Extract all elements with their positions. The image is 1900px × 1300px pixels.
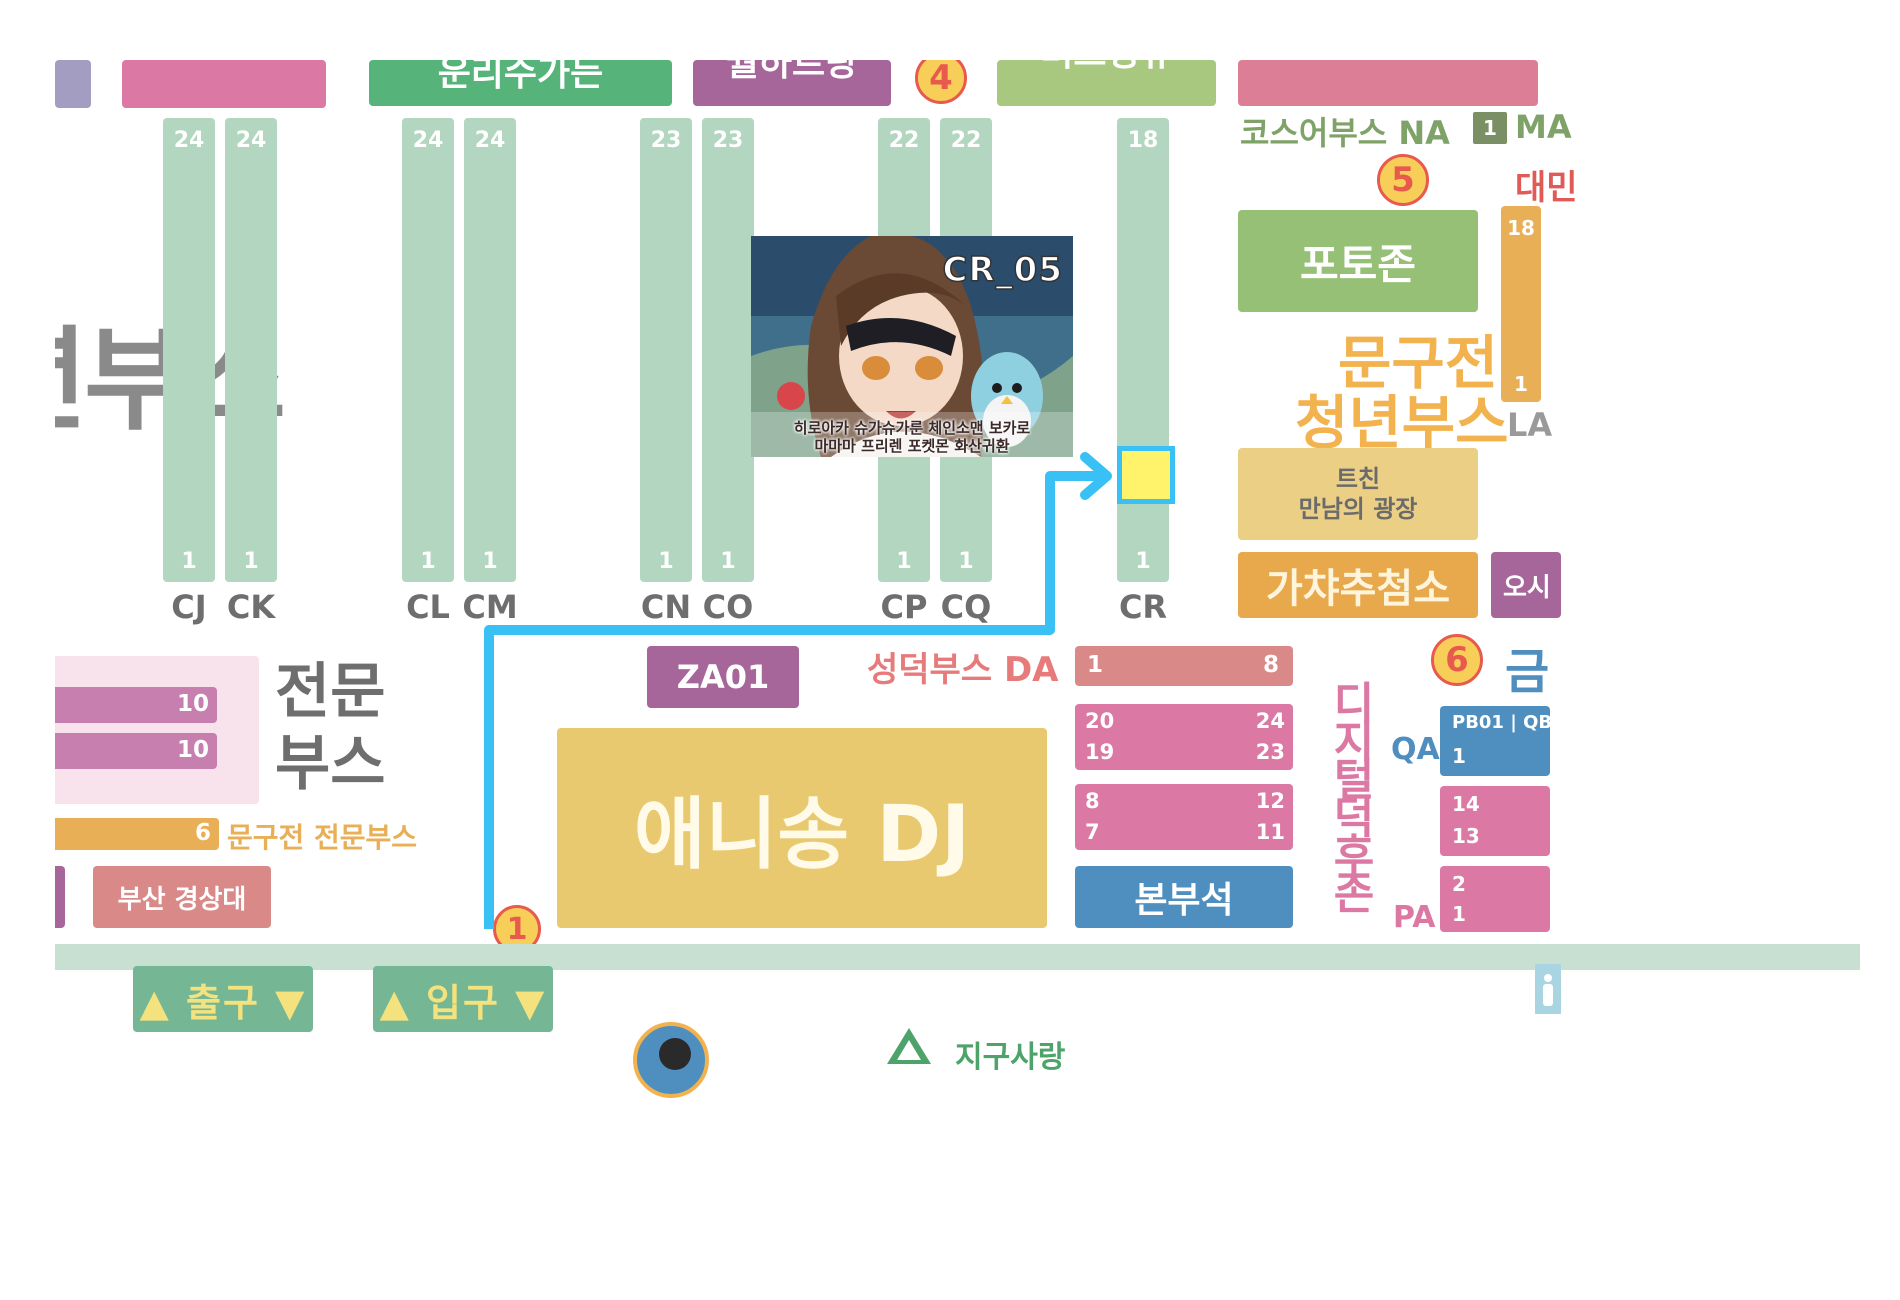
column-top-number: 22 <box>950 128 982 153</box>
column-top-number: 24 <box>173 128 205 153</box>
column-top-number: 22 <box>888 128 920 153</box>
top-purple-strip <box>55 60 91 108</box>
busan-gyeongsang-booth[interactable]: 부산 경상대 <box>93 866 271 928</box>
pa-block[interactable]: 2 1 <box>1440 866 1550 932</box>
na-booth-number[interactable]: 1 <box>1473 112 1507 144</box>
zone-number-5: 5 <box>1377 154 1429 206</box>
route-path <box>484 452 1112 929</box>
booth-column-cl[interactable]: 24 1 <box>402 118 454 582</box>
restroom-icon <box>1535 964 1561 1014</box>
gacha-draw-booth[interactable]: 가챠추첨소 <box>1238 552 1478 618</box>
ma-label: MA <box>1515 108 1572 146</box>
top-pink-block <box>122 60 326 108</box>
top-purple-block: 월하트랑 <box>693 60 891 106</box>
column-label: CL <box>406 588 450 626</box>
venue-map: 운리수가든 월하트랑 버스정류 4 5 6 1 년부스 241CJ241CK24… <box>55 60 1860 1278</box>
specialist-row-2[interactable]: 10 <box>55 733 217 769</box>
top-green-block: 운리수가든 <box>369 60 672 106</box>
column-bottom-number: 1 <box>896 549 912 574</box>
booth-column-cm[interactable]: 24 1 <box>464 118 516 582</box>
column-top-number: 23 <box>712 128 744 153</box>
column-top-number: 24 <box>474 128 506 153</box>
column-label: CP <box>880 588 928 626</box>
anisong-dj-stage[interactable]: 애니송 DJ <box>557 728 1047 928</box>
left-purple-stub <box>55 866 65 928</box>
top-right-pink-block <box>1238 60 1538 106</box>
column-bottom-number: 1 <box>958 549 974 574</box>
column-bottom-number: 1 <box>420 549 436 574</box>
column-bottom-number: 1 <box>720 549 736 574</box>
top-lightgreen-block: 버스정류 <box>997 60 1216 106</box>
column-bottom-number: 1 <box>1135 549 1151 574</box>
main-walkway <box>55 944 1860 970</box>
photo-zone[interactable]: 포토존 <box>1238 210 1478 312</box>
pink-right-block[interactable]: 14 13 <box>1440 786 1550 856</box>
stationery-specialist-label: 문구전 전문부스 <box>227 821 418 854</box>
recycle-icon <box>887 1028 931 1064</box>
headquarters-booth[interactable]: 본부석 <box>1075 866 1293 928</box>
stationery-fair-title: 문구전 <box>1338 329 1499 397</box>
column-bottom-number: 1 <box>243 549 259 574</box>
column-label: CN <box>640 588 692 626</box>
booth-column-co[interactable]: 23 1 <box>702 118 754 582</box>
column-label: CO <box>702 588 754 626</box>
za01-booth[interactable]: ZA01 <box>647 646 799 708</box>
booth-genres-line-1: 히로아카 슈가슈가룬 체인소맨 보카로 <box>793 419 1031 437</box>
zone-number-6: 6 <box>1431 634 1483 686</box>
pa-label: PA <box>1393 900 1436 935</box>
column-top-number: 18 <box>1127 128 1159 153</box>
target-booth-marker[interactable] <box>1117 446 1175 504</box>
column-label: CM <box>462 588 518 626</box>
pb-qb-block[interactable]: PB01 | QB 1 <box>1440 706 1552 776</box>
column-label: CR <box>1118 588 1168 626</box>
booth-column-cj[interactable]: 24 1 <box>163 118 215 582</box>
booth-column-cn[interactable]: 23 1 <box>640 118 692 582</box>
booth-genres-line-2: 마마마 프리렌 포켓몬 화산귀환 <box>814 437 1010 455</box>
meeting-square-line-1: 트친 <box>1335 465 1381 493</box>
column-top-number: 24 <box>412 128 444 153</box>
column-label: CQ <box>940 588 992 626</box>
meeting-square-line-2: 만남의 광장 <box>1298 495 1418 523</box>
earth-love-label: 지구사랑 <box>955 1040 1066 1075</box>
da-row[interactable]: 1 8 <box>1075 646 1293 686</box>
daemin-label: 대민 <box>1515 168 1578 208</box>
booth-illustration <box>751 236 1073 457</box>
column-top-number: 24 <box>235 128 267 153</box>
digital-otaku-zone-label: 디지털덕후존 <box>1324 680 1375 908</box>
youth-booth-title: 청년부스 <box>1295 389 1509 457</box>
pink-booth-block-2[interactable]: 8 12 7 11 <box>1075 784 1293 850</box>
oshi-booth-partial[interactable]: 오시 <box>1491 552 1561 618</box>
entrance-door[interactable]: ▲ 입구 ▼ <box>373 966 553 1032</box>
route-line <box>484 471 1102 929</box>
geum-partial-label: 금 <box>1505 644 1550 700</box>
pink-booth-block-1[interactable]: 20 24 19 23 <box>1075 704 1293 770</box>
column-bottom-number: 1 <box>658 549 674 574</box>
mascot-icon <box>633 1022 709 1098</box>
booth-preview-card[interactable]: CR_05 히로아카 슈가슈가룬 체인소맨 보카로 마마마 프리렌 포켓몬 화산… <box>751 236 1073 457</box>
specialist-row-1[interactable]: 10 <box>55 687 217 723</box>
column-bottom-number: 1 <box>181 549 197 574</box>
seongdeok-booth-label: 성덕부스 DA <box>867 650 1059 690</box>
zone-number-4: 4 <box>915 60 967 104</box>
booth-column-cr[interactable]: 18 1 <box>1117 118 1169 582</box>
booth-column-ck[interactable]: 24 1 <box>225 118 277 582</box>
exit-door[interactable]: ▲ 출구 ▼ <box>133 966 313 1032</box>
qa-label: QA <box>1391 732 1440 767</box>
column-top-number: 23 <box>650 128 682 153</box>
route-arrowhead <box>1080 452 1112 500</box>
stationery-specialist-row[interactable]: 6 <box>55 818 219 850</box>
column-label: CK <box>226 588 276 626</box>
la-column[interactable]: 18 1 <box>1501 206 1541 402</box>
cosplayer-booth-label: 코스어부스 NA <box>1240 114 1450 152</box>
specialist-booth-title: 전문 부스 <box>275 657 386 799</box>
booth-code: CR_05 <box>942 249 1063 291</box>
meeting-square[interactable]: 트친 만남의 광장 <box>1238 448 1478 540</box>
specialist-booth-zone <box>55 656 259 804</box>
column-label: CJ <box>171 588 207 626</box>
la-label: LA <box>1507 406 1553 444</box>
column-bottom-number: 1 <box>482 549 498 574</box>
